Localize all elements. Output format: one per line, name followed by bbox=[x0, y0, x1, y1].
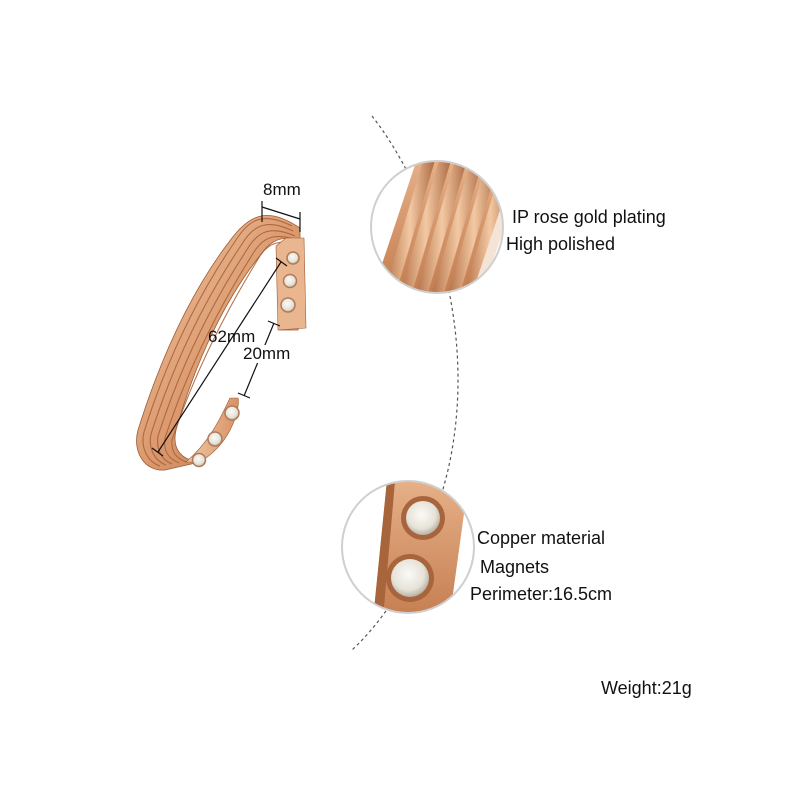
zoom-detail-grooves bbox=[370, 160, 504, 294]
weight-label: Weight:21g bbox=[601, 678, 692, 698]
magnet bbox=[280, 297, 296, 313]
magnet bbox=[207, 431, 223, 447]
opening-dimension-label: 20mm bbox=[243, 344, 291, 363]
perimeter-callout: Perimeter:16.5cm bbox=[470, 584, 613, 604]
magnets-callout: Magnets bbox=[480, 557, 550, 577]
magnet bbox=[282, 273, 298, 289]
magnet bbox=[191, 452, 207, 468]
material-callout: Copper material bbox=[477, 528, 606, 548]
diameter-dimension-label: 62mm bbox=[208, 327, 256, 346]
magnet bbox=[286, 251, 300, 265]
magnet bbox=[224, 405, 240, 421]
polish-callout: High polished bbox=[506, 234, 616, 254]
bracelet bbox=[136, 214, 307, 471]
zoom-detail-magnets bbox=[341, 480, 475, 614]
plating-callout: IP rose gold plating bbox=[512, 207, 666, 227]
width-dimension-label: 8mm bbox=[263, 180, 301, 199]
